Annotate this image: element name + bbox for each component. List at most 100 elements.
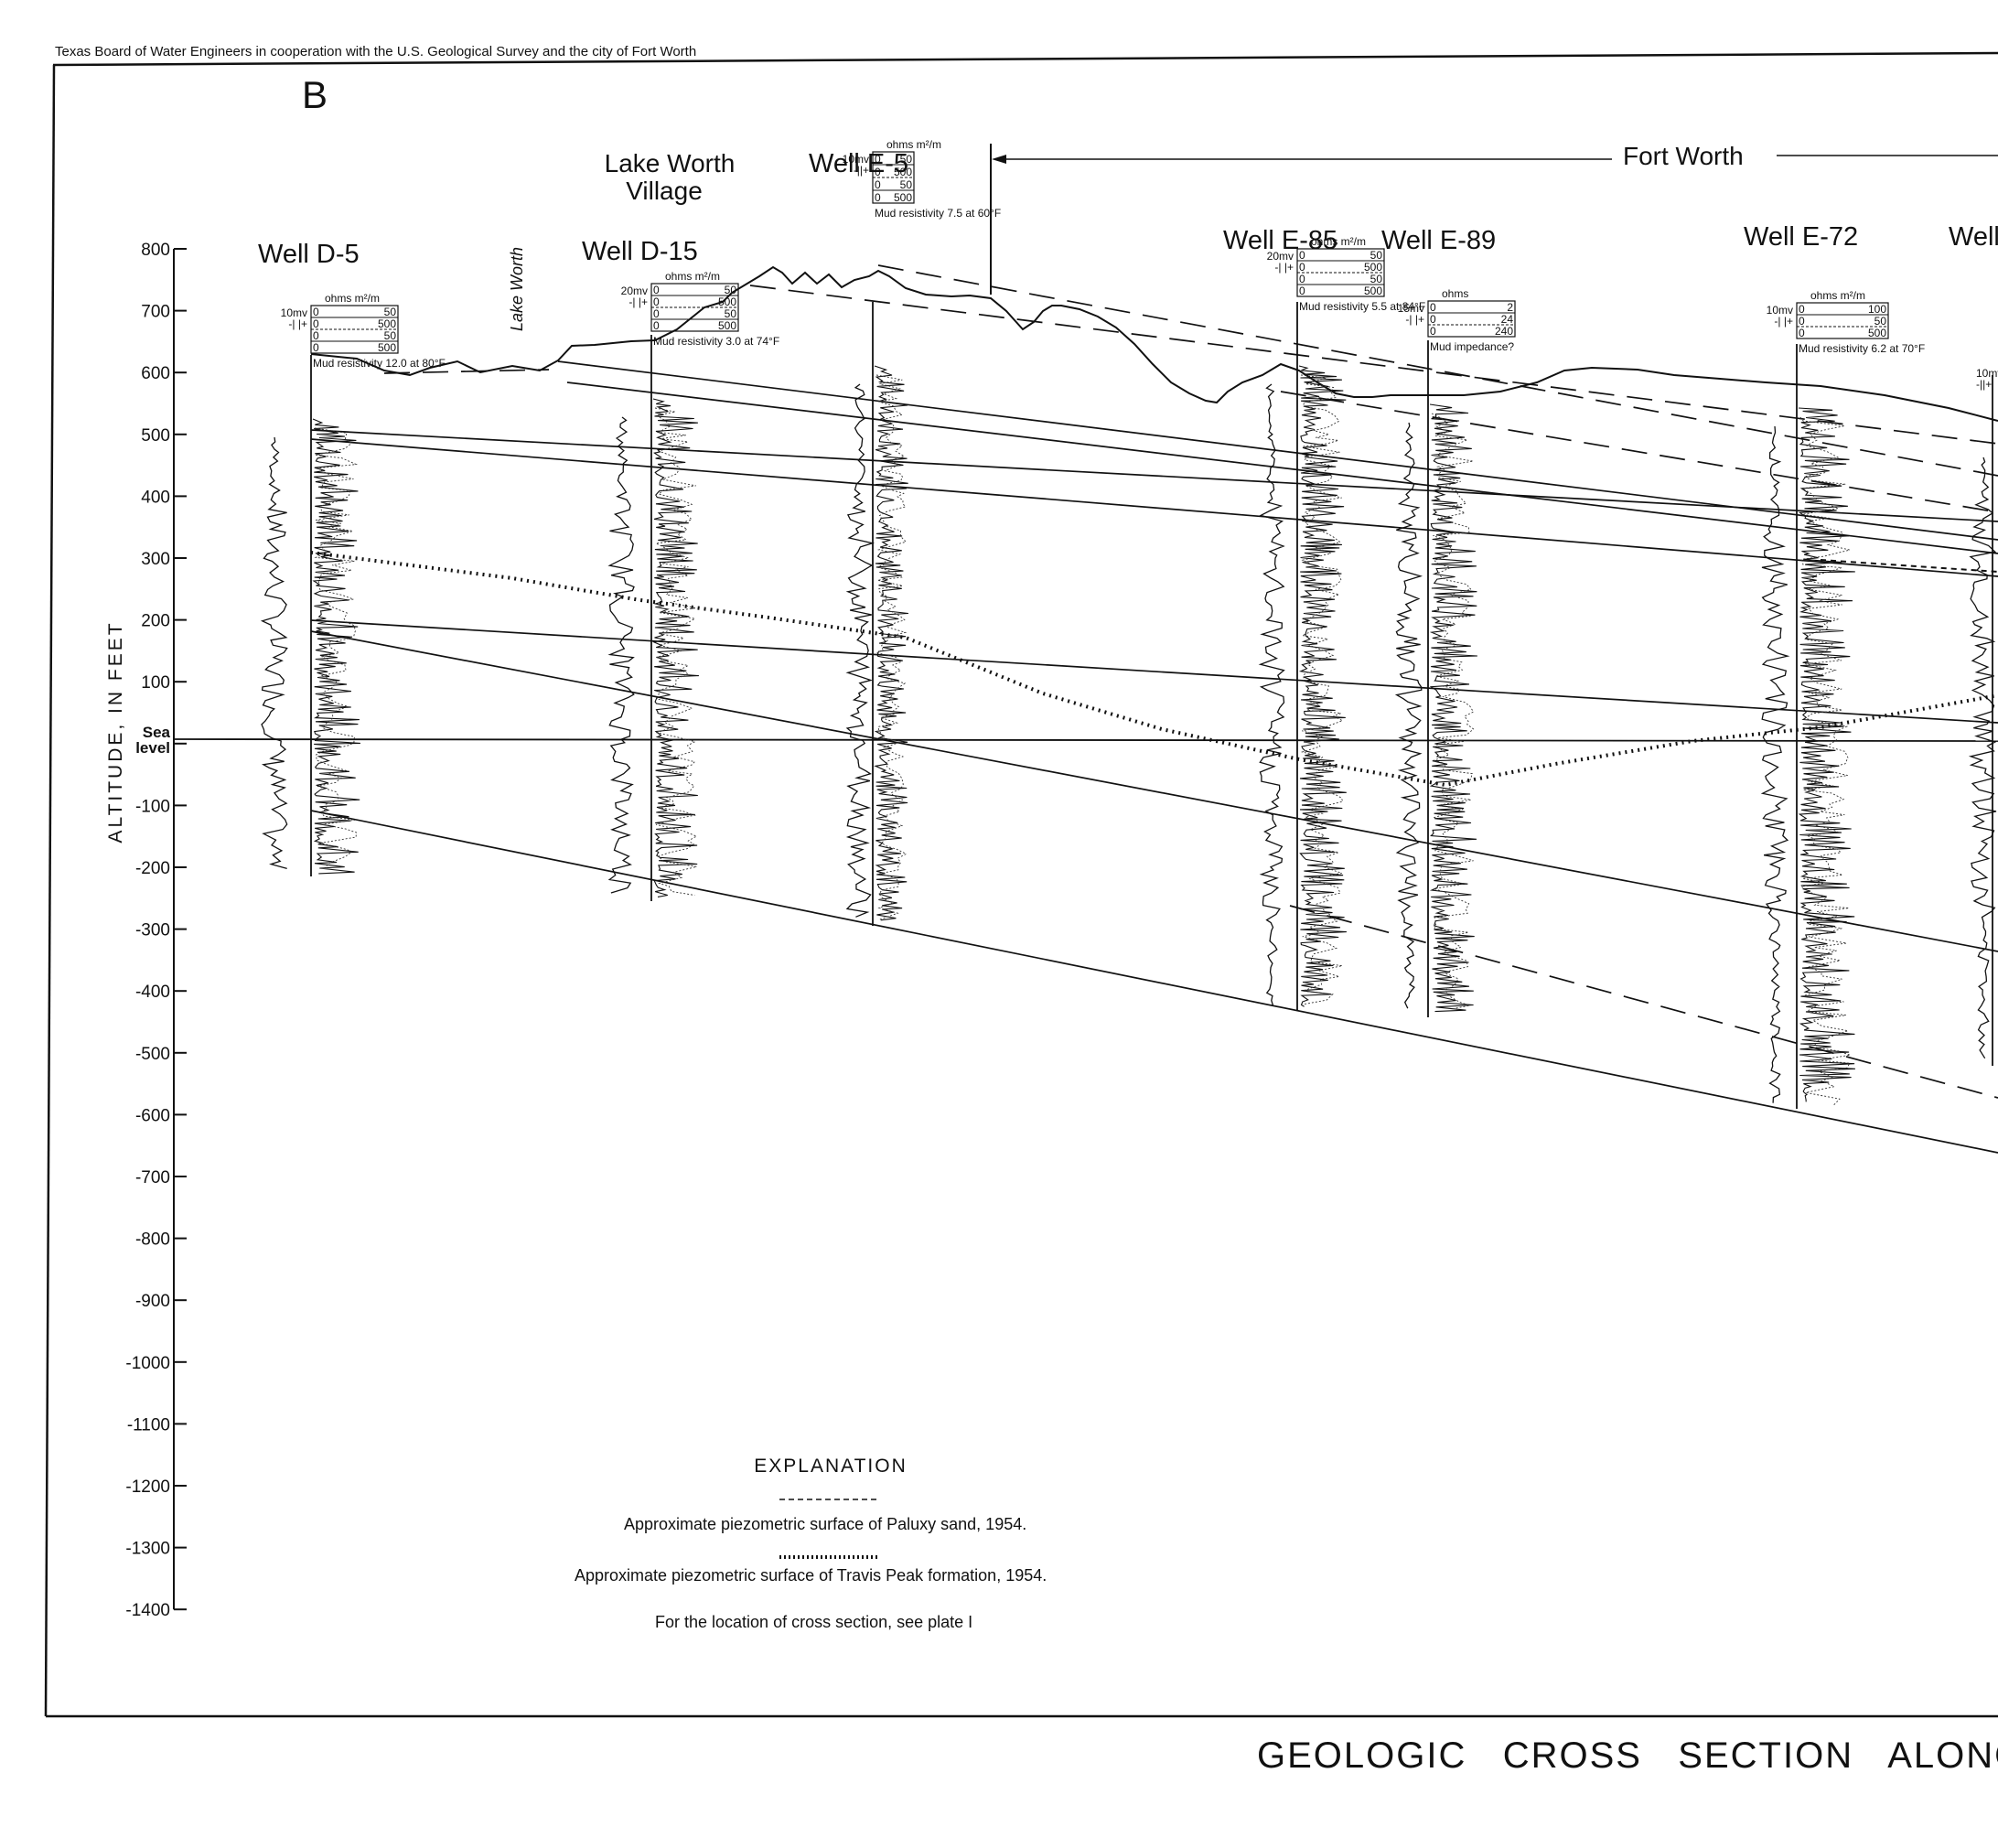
polarity-scale: -||+ xyxy=(1976,378,1992,391)
resistivity-curve xyxy=(652,398,699,897)
axis-tick-label: 500 xyxy=(141,426,170,446)
scale-high: 50 xyxy=(1370,273,1383,285)
scale-high: 2 xyxy=(1507,301,1513,314)
scale-high: 500 xyxy=(1364,285,1382,297)
y-axis-label: ALTITUDE, IN FEET xyxy=(105,620,126,843)
scale-low: 0 xyxy=(1799,303,1805,316)
scale-low: 0 xyxy=(875,166,881,178)
mv-scale: 20mv xyxy=(1267,250,1294,263)
mud-resistivity: Mud resistivity 5.5 at 84°F xyxy=(1299,300,1425,313)
scale-low: 0 xyxy=(653,295,660,308)
scale-high: 500 xyxy=(378,341,396,354)
lake-worth-village-label-1: Lake Worth xyxy=(605,149,736,177)
scale-low: 0 xyxy=(313,329,319,342)
scale-high: 50 xyxy=(900,178,913,191)
scale-high: 500 xyxy=(894,166,912,178)
polarity-scale: -| |+ xyxy=(1405,313,1424,326)
scale-high: 240 xyxy=(1495,325,1513,338)
scale-high: 500 xyxy=(378,317,396,330)
axis-tick-label: 600 xyxy=(141,364,170,383)
polarity-scale: -| |+ xyxy=(628,295,648,308)
ohms-header: ohms m²/m xyxy=(886,138,941,151)
location-note: For the location of cross section, see p… xyxy=(655,1613,972,1631)
sp-curve xyxy=(1968,457,1997,1059)
mv-scale: 15mv xyxy=(1398,302,1424,315)
sp-curve xyxy=(1394,422,1423,1009)
scale-high: 500 xyxy=(718,295,736,308)
axis-tick-label: 300 xyxy=(141,550,170,569)
mv-scale: 10mv xyxy=(843,153,869,166)
correlation-lines xyxy=(310,360,1998,1154)
sp-curve xyxy=(607,416,635,894)
travis-peak-piezometric-surface xyxy=(310,551,1998,788)
scale-high: 500 xyxy=(1364,261,1382,274)
mud-resistivity: Mud impedance? xyxy=(1430,340,1514,353)
ohms-header: ohms xyxy=(1442,287,1468,300)
axis-tick-label: -300 xyxy=(135,921,170,940)
well-name: Well E-85 xyxy=(1223,226,1337,255)
axis-tick-label: -700 xyxy=(135,1168,170,1187)
mv-scale: 10mv xyxy=(281,306,307,319)
well-name: Well E-72 xyxy=(1744,222,1858,252)
altitude-axis: 800700600500400300200100Sealevel-100-200… xyxy=(125,241,187,1620)
scale-high: 50 xyxy=(1874,315,1887,328)
scale-low: 0 xyxy=(875,191,881,204)
scale-box xyxy=(1796,302,1889,339)
mud-resistivity: Mud resistivity 7.5 at 60°F xyxy=(875,207,1001,220)
resistivity-curve xyxy=(1798,407,1855,1102)
lake-worth-village-label-2: Village xyxy=(626,177,703,205)
axis-tick-label: 100 xyxy=(141,673,170,693)
footer-title: GEOLOGIC CROSS SECTION ALONG xyxy=(1257,1735,1998,1776)
scale-high: 50 xyxy=(725,307,737,320)
scale-high: 500 xyxy=(1868,327,1886,339)
resistivity-curve xyxy=(1429,403,1477,1013)
frame-top xyxy=(52,51,1998,67)
sp-curve xyxy=(260,436,288,870)
scale-low: 0 xyxy=(313,306,319,318)
well-name: Well E-89 xyxy=(1381,226,1496,255)
resistivity-curve-dotted xyxy=(1300,374,1344,1005)
resistivity-curve-dotted xyxy=(875,374,908,920)
sp-curve xyxy=(1258,383,1285,1006)
scale-low: 0 xyxy=(1799,327,1805,339)
axis-tick-label: -400 xyxy=(135,983,170,1002)
scale-low: 0 xyxy=(1299,285,1305,297)
sp-curve xyxy=(1760,425,1790,1103)
mud-resistivity: Mud resistivity 12.0 at 80°F xyxy=(313,357,446,370)
axis-tick-label: 800 xyxy=(141,241,170,260)
header-text: Texas Board of Water Engineers in cooper… xyxy=(55,44,696,59)
ohms-header: ohms m²/m xyxy=(325,292,380,305)
scale-high: 50 xyxy=(384,306,397,318)
sea-level-label: level xyxy=(135,739,170,757)
fort-worth-arrowhead xyxy=(992,155,1006,164)
scale-high: 50 xyxy=(725,284,737,296)
sea-level-line xyxy=(173,738,1998,742)
resistivity-curve-dotted xyxy=(1431,413,1475,1009)
scale-low: 0 xyxy=(1430,325,1436,338)
axis-tick-label: -600 xyxy=(135,1106,170,1125)
well-log: 10mv-||+ xyxy=(1968,367,1998,1066)
sp-curve xyxy=(845,383,875,918)
scale-high: 500 xyxy=(718,319,736,332)
resistivity-curve-dotted xyxy=(314,427,359,868)
frame-left xyxy=(44,64,56,1717)
scale-low: 0 xyxy=(1430,301,1436,314)
mv-scale: 20mv xyxy=(621,285,648,297)
dashed-correlation-lines xyxy=(383,264,1998,1099)
polarity-scale: -| |+ xyxy=(1774,315,1793,328)
axis-tick-label: 200 xyxy=(141,612,170,631)
well-name: Well D-5 xyxy=(258,240,360,269)
polarity-scale: -||+ xyxy=(854,164,869,177)
axis-tick-label: -500 xyxy=(135,1045,170,1064)
resistivity-curve xyxy=(1298,365,1347,1007)
resistivity-curve xyxy=(874,365,908,921)
scale-low: 0 xyxy=(653,319,660,332)
lake-worth-label: Lake Worth xyxy=(508,247,526,331)
scale-low: 0 xyxy=(313,317,319,330)
polarity-scale: -| |+ xyxy=(1274,261,1294,274)
scale-high: 50 xyxy=(900,153,913,166)
fort-worth-label: Fort Worth xyxy=(1623,142,1744,170)
